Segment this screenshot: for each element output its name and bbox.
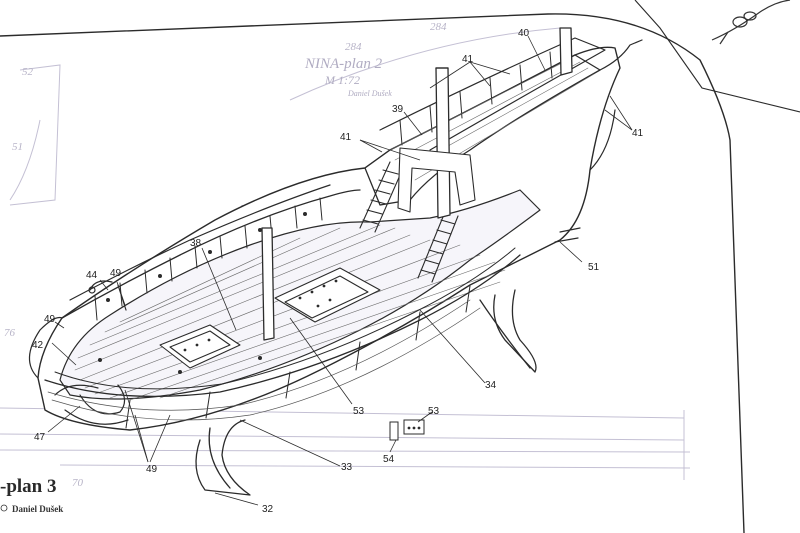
part-label-32: 32 (262, 504, 274, 515)
part-label-41-right: 41 (632, 128, 644, 139)
copyright-mark (0, 504, 8, 512)
main-mast (435, 67, 451, 219)
corner-sheet-outline (634, 0, 800, 113)
part-label-42: 42 (32, 340, 44, 351)
ghost-label-284a: 284 (345, 41, 362, 53)
bulwark-far (61, 189, 361, 319)
ship-model (28, 27, 643, 496)
part-label-34: 34 (485, 380, 497, 391)
part-label-44: 44 (86, 270, 98, 281)
rope-knot-detail (711, 0, 791, 45)
fore-mast (261, 227, 275, 341)
hatch-fore (159, 324, 241, 369)
part-label-38: 38 (190, 238, 202, 249)
part-label-49-top: 49 (110, 268, 122, 279)
part-label-33: 33 (341, 462, 353, 473)
small-parts-53-54 (389, 419, 425, 441)
ghost-label-70: 70 (72, 477, 84, 489)
hatch-grating-dots (183, 279, 338, 352)
stand-cradle (195, 289, 537, 496)
bulwark-far-top (69, 184, 331, 301)
ghost-plan-author: Daniel Dušek (347, 89, 392, 98)
part-label-39: 39 (392, 104, 404, 115)
part-label-51: 51 (588, 262, 600, 273)
part-label-49-left: 49 (44, 314, 56, 325)
plan-author: Daniel Dušek (12, 504, 63, 514)
main-mast-bitts (397, 147, 476, 213)
mizzen-mast (559, 27, 573, 76)
stern-details (554, 39, 643, 243)
ghost-label-76b: 76 (4, 327, 16, 339)
hatch-main (274, 267, 381, 323)
paper-sheet-outline (0, 13, 745, 533)
ladder-starboard (417, 211, 459, 283)
ghost-plan-scale: M 1:72 (324, 73, 360, 87)
part-label-40: 40 (518, 28, 530, 39)
part-label-41-mid: 41 (340, 132, 352, 143)
ghost-label-284b: 284 (430, 21, 447, 33)
plan-title: -plan 3 (0, 476, 57, 497)
hull-side-planks (47, 299, 481, 421)
hull-frames (125, 285, 471, 429)
ghost-plan-title: NINA-plan 2 (304, 56, 383, 72)
part-label-41-top: 41 (462, 54, 474, 65)
gunwale-near (44, 254, 521, 398)
quarterdeck-stanchions (399, 51, 553, 146)
gunwale-near-inner (54, 247, 516, 390)
ghost-label-52: 52 (22, 66, 34, 78)
leader-lines (47, 35, 633, 506)
part-label-53-small: 53 (428, 406, 440, 417)
part-label-49-bottom: 49 (146, 464, 158, 475)
ghost-label-51: 51 (12, 141, 23, 153)
part-label-53-deck: 53 (353, 406, 365, 417)
part-label-47: 47 (34, 432, 46, 443)
part-label-54: 54 (383, 454, 395, 465)
